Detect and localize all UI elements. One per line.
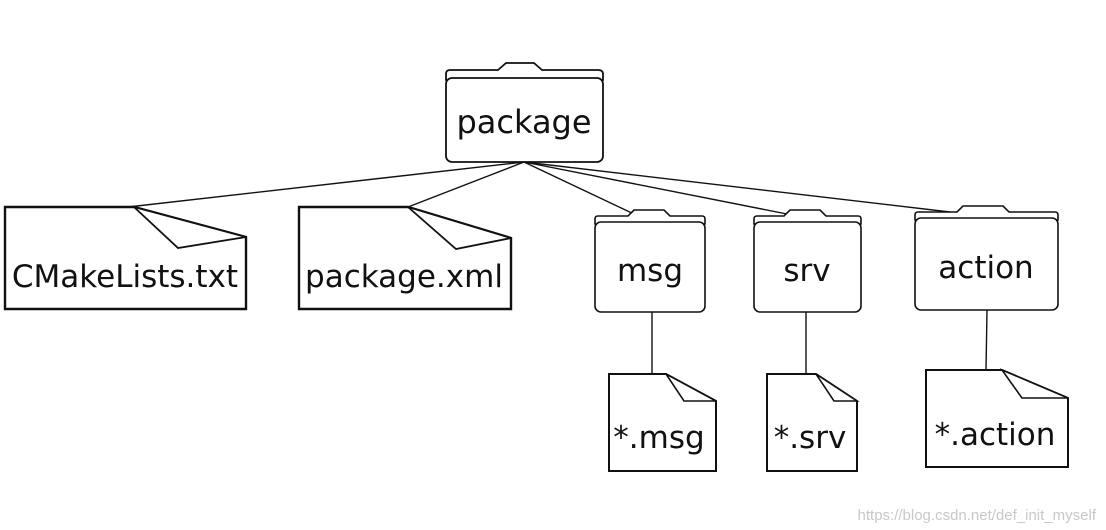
folder-icon-package: package	[445, 62, 604, 163]
folder-icon-action: action	[914, 205, 1059, 311]
node-label-srv: srv	[783, 253, 830, 289]
node-label-package: package	[456, 103, 591, 141]
watermark: https://blog.csdn.net/def_init_myself	[857, 507, 1096, 524]
folder-icon-srv: srv	[753, 209, 862, 313]
file-icon-action-files: *.action	[925, 368, 1069, 468]
edge-package-action	[523, 161, 951, 213]
file-icon-cmakelists: CMakeLists.txt	[3, 205, 248, 311]
node-label-msg-files: *.msg	[613, 420, 704, 456]
node-label-action-files: *.action	[935, 417, 1056, 453]
node-label-action: action	[938, 250, 1033, 286]
node-label-package-xml: package.xml	[305, 259, 503, 295]
edge-package-msg	[523, 161, 637, 216]
file-icon-msg-files: *.msg	[608, 373, 717, 472]
file-icon-srv-files: *.srv	[766, 373, 860, 472]
edges	[127, 161, 988, 374]
node-label-cmakelists: CMakeLists.txt	[12, 259, 238, 295]
edge-package-cmakelists	[127, 161, 525, 208]
file-icon-package-xml: package.xml	[297, 205, 513, 311]
node-label-msg: msg	[617, 253, 683, 289]
edge-package-srv	[523, 161, 793, 216]
folder-icon-msg: msg	[594, 209, 706, 313]
edge-action-files	[985, 309, 988, 371]
node-label-srv-files: *.srv	[774, 420, 847, 456]
edge-package-package-xml	[407, 161, 525, 208]
